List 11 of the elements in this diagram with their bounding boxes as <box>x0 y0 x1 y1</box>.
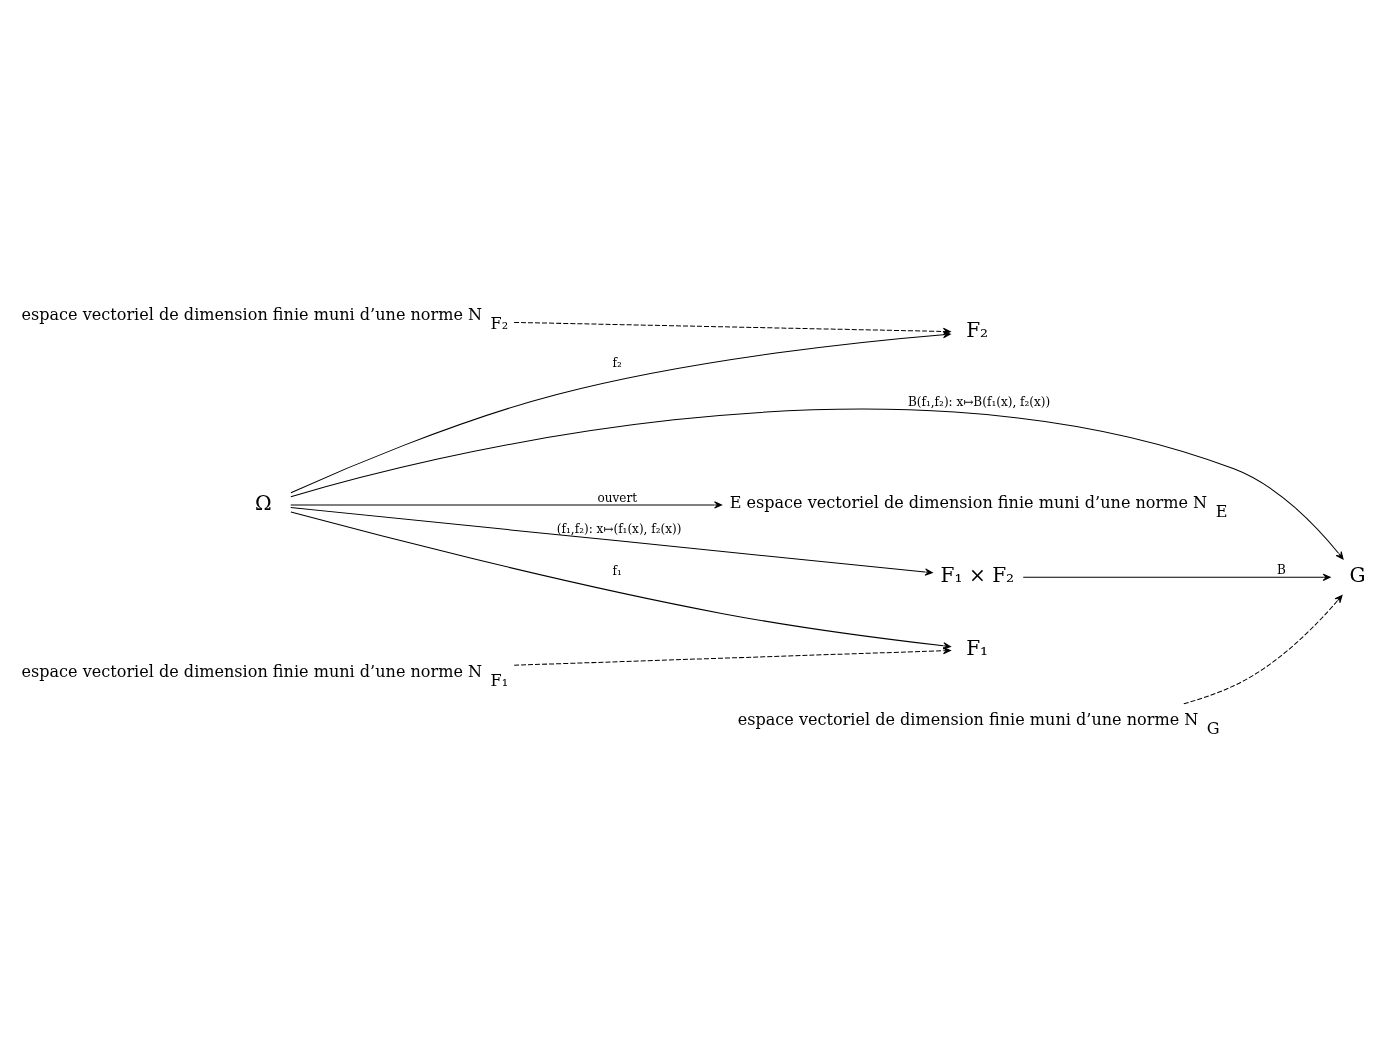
edge-label: f₁ <box>612 563 622 578</box>
edge-label: (f₁,f₂): x↦(f₁(x), f₂(x)) <box>556 521 682 536</box>
node-text: F₂ <box>966 317 989 342</box>
edge-label: ouvert <box>597 490 638 505</box>
edge-label: B <box>1277 562 1286 577</box>
node-text: F₁ × F₂ <box>940 562 1015 587</box>
edge-label: B(f₁,f₂): x↦B(f₁(x), f₂(x)) <box>907 394 1051 409</box>
node-text: Ω <box>255 490 272 515</box>
edge-label: f₂ <box>612 355 622 370</box>
node-text: F₁ <box>966 635 989 660</box>
node-text: G <box>1349 562 1366 587</box>
